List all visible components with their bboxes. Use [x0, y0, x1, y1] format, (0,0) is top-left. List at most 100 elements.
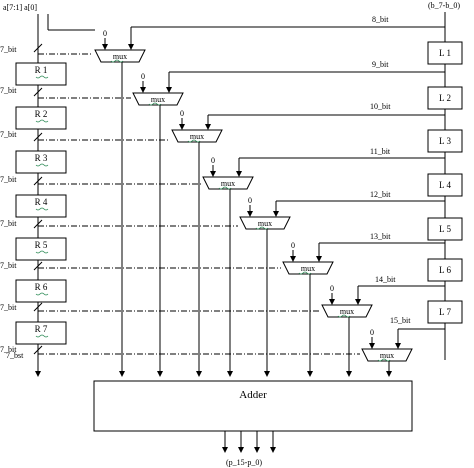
- r-block: R 6: [15, 279, 67, 303]
- mux-label: mux: [113, 52, 127, 61]
- r-block-label: R 5: [35, 240, 48, 250]
- l-block-box: [427, 86, 463, 110]
- bus-slash: [33, 219, 43, 229]
- bus-slash: [33, 132, 43, 142]
- r-width-label: 7_bit: [0, 175, 17, 184]
- r-register-column: R 1 R 2 R 3 R 4 R 5 R 6 R 7: [15, 62, 67, 345]
- spell-underline: [148, 102, 162, 106]
- l-block-box: [427, 258, 463, 282]
- spell-underline: [110, 59, 124, 63]
- r-block: R 5: [15, 237, 67, 261]
- r-block-box: [15, 62, 67, 86]
- bus-slash: [33, 302, 43, 312]
- mux-label: mux: [340, 307, 354, 316]
- r-block-box: [15, 194, 67, 218]
- a-input-label: a[7:1] a[0]: [3, 3, 37, 12]
- mux-label: mux: [301, 264, 315, 273]
- mux-label: mux: [151, 95, 165, 104]
- l-block: L 5: [427, 217, 463, 241]
- mux-shape: [321, 304, 373, 318]
- r-width-label: 7_bst: [6, 351, 24, 360]
- spell-underline: [255, 226, 269, 230]
- adder-block: [93, 380, 413, 432]
- l-block-label: L 4: [439, 180, 451, 190]
- l-block-label: L 6: [439, 265, 451, 275]
- l-width-label: 9_bit: [372, 60, 389, 69]
- l-block-box: [427, 129, 463, 153]
- l-width-label: 8_bit: [372, 15, 389, 24]
- r-block-label: R 1: [35, 65, 48, 75]
- l-block: L 7: [427, 300, 463, 324]
- wiring: 7_bit7_bit7_bit7_bit7_bit7_bit7_bit7_bit…: [0, 12, 446, 377]
- r-width-label: 7_bit: [0, 45, 17, 54]
- l-width-label: 12_bit: [370, 190, 391, 199]
- r-block-box: [15, 237, 67, 261]
- r-width-label: 7_bit: [0, 86, 17, 95]
- l-block: L 1: [427, 41, 463, 65]
- l-block-box: [427, 173, 463, 197]
- r-width-label: 7_bit: [0, 130, 17, 139]
- select-label: 0: [330, 284, 334, 293]
- r-block: R 2: [15, 106, 67, 130]
- mux-label: mux: [221, 179, 235, 188]
- spell-underline: [35, 119, 49, 123]
- mux-label: mux: [190, 132, 204, 141]
- spell-underline: [35, 75, 49, 79]
- mux-shape: [361, 348, 413, 362]
- r-block-box: [15, 150, 67, 174]
- l-width-label: 11_bit: [370, 147, 391, 156]
- select-label: 0: [211, 156, 215, 165]
- mux: mux 0: [321, 284, 373, 377]
- l-register-column: L 1 L 2 L 3 L 4 L 5 L 6 L 7: [427, 41, 463, 324]
- r-block-label: R 2: [35, 109, 48, 119]
- mux: mux 0: [282, 241, 334, 377]
- spell-underline: [35, 334, 49, 338]
- select-label: 0: [103, 29, 107, 38]
- bus-slash: [33, 345, 43, 355]
- select-label: 0: [291, 241, 295, 250]
- select-label: 0: [180, 109, 184, 118]
- spell-underline: [35, 207, 49, 211]
- mux-label: mux: [380, 351, 394, 360]
- mux-shape: [202, 176, 254, 190]
- r-block-label: R 6: [35, 282, 48, 292]
- spell-underline: [35, 292, 49, 296]
- l-width-label: 10_bit: [370, 102, 391, 111]
- l-width-label: 15_bit: [390, 316, 411, 325]
- l-block: L 2: [427, 86, 463, 110]
- r-block-label: R 4: [35, 197, 48, 207]
- l-block-box: [427, 300, 463, 324]
- r-block-label: R 3: [35, 153, 48, 163]
- bus-slash: [33, 43, 43, 53]
- spell-underline: [337, 314, 351, 318]
- select-label: 0: [370, 328, 374, 337]
- r-width-label: 7_bit: [0, 303, 17, 312]
- mux: mux 0: [171, 109, 223, 377]
- l-block-label: L 3: [439, 136, 451, 146]
- r-block: R 3: [15, 150, 67, 174]
- mux: mux 0: [239, 196, 291, 377]
- bus-slash: [33, 87, 43, 97]
- l-block-label: L 1: [439, 48, 451, 58]
- l-block-label: L 7: [439, 307, 451, 317]
- bus-slash: [33, 261, 43, 271]
- r-width-label: 7_bit: [0, 219, 17, 228]
- r-block: R 7: [15, 321, 67, 345]
- spell-underline: [187, 139, 201, 143]
- spell-underline: [218, 186, 232, 190]
- bus-slash: [33, 176, 43, 186]
- mux: mux 0: [132, 72, 184, 377]
- l-block: L 3: [427, 129, 463, 153]
- l-width-label: 14_bit: [375, 275, 396, 284]
- r-block: R 1: [15, 62, 67, 86]
- mux-shape: [239, 216, 291, 230]
- spell-underline: [298, 271, 312, 275]
- mux-shape: [132, 92, 184, 106]
- adder-label: Adder: [239, 389, 267, 401]
- l-block-box: [427, 217, 463, 241]
- select-label: 0: [248, 196, 252, 205]
- mux-label: mux: [258, 219, 272, 228]
- mux: mux 0: [361, 328, 413, 377]
